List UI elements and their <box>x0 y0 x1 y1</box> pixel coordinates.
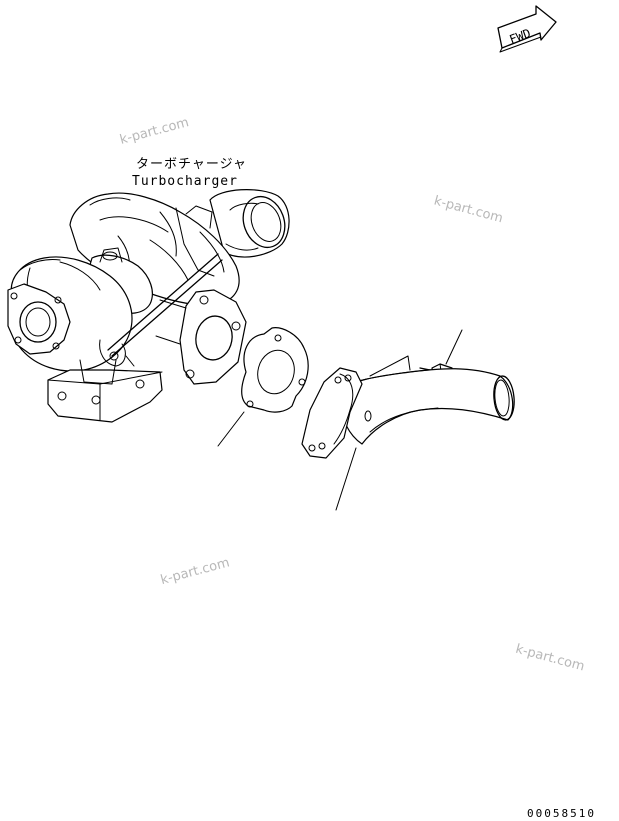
turbocharger-drawing <box>7 189 290 423</box>
turbocharger-label-jp: ターボチャージャ <box>136 157 247 172</box>
watermark: k-part.com <box>118 115 190 148</box>
watermark: k-part.com <box>514 642 586 675</box>
watermark: k-part.com <box>159 555 231 588</box>
watermark: k-part.com <box>432 194 504 227</box>
elbow-pipe-drawing <box>301 355 515 511</box>
gasket-drawing <box>217 327 309 447</box>
drawing-code: 00058510 <box>527 807 596 820</box>
turbocharger-label-en: Turbocharger <box>132 174 238 189</box>
forward-arrow-icon: FWD <box>497 5 557 53</box>
fwd-label: FWD <box>507 26 532 47</box>
